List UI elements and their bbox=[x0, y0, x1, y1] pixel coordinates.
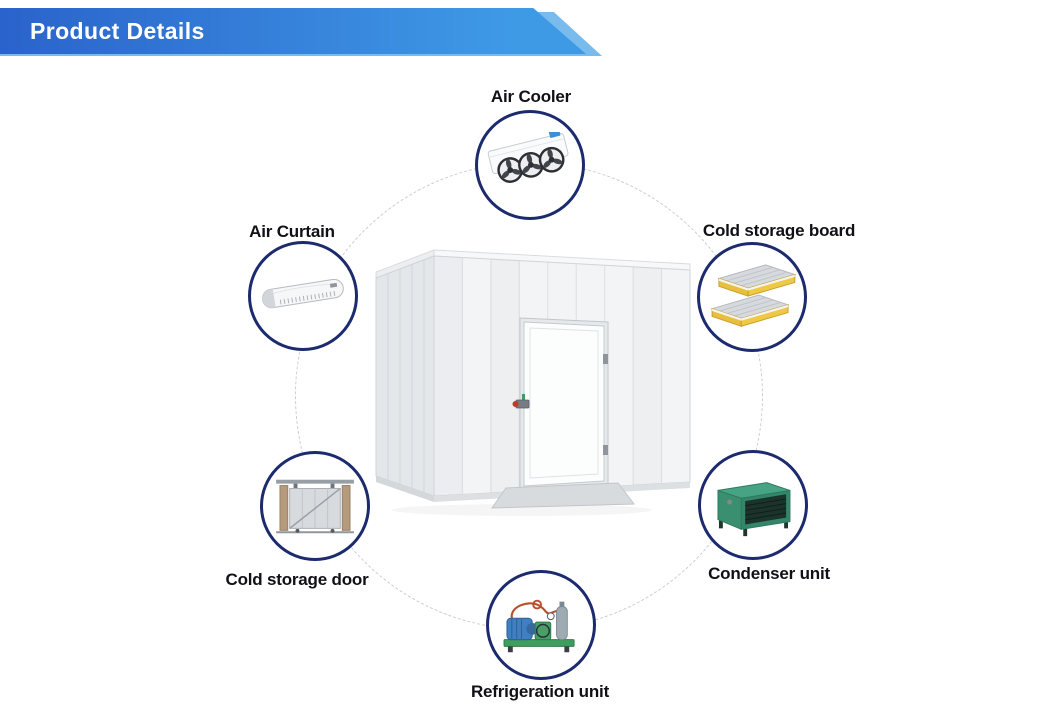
callout-air-cooler bbox=[475, 110, 585, 220]
banner-shape: Product Details bbox=[0, 8, 586, 54]
callout-label-air-cooler: Air Cooler bbox=[490, 87, 572, 106]
condenser-unit-icon bbox=[717, 482, 791, 537]
callout-cold-storage-board bbox=[697, 242, 807, 352]
refrigeration-unit-icon bbox=[503, 599, 575, 653]
callout-label-condenser-unit: Condenser unit bbox=[708, 564, 830, 583]
page-title: Product Details bbox=[30, 17, 205, 44]
callout-label-cold-storage-board: Cold storage board bbox=[702, 221, 856, 240]
callout-label-air-curtain: Air Curtain bbox=[249, 222, 335, 241]
cold-storage-room-image bbox=[372, 230, 694, 522]
air-cooler-icon bbox=[487, 132, 569, 183]
callout-air-curtain bbox=[248, 241, 358, 351]
callout-condenser-unit bbox=[698, 450, 808, 560]
callout-refrigeration-unit bbox=[486, 570, 596, 680]
cold-storage-door-icon bbox=[276, 479, 354, 534]
callout-label-cold-storage-door: Cold storage door bbox=[225, 570, 369, 589]
cold-storage-board-icon bbox=[711, 264, 796, 327]
air-curtain-icon bbox=[262, 278, 344, 309]
callout-cold-storage-door bbox=[260, 451, 370, 561]
callout-label-refrigeration-unit: Refrigeration unit bbox=[470, 682, 610, 701]
